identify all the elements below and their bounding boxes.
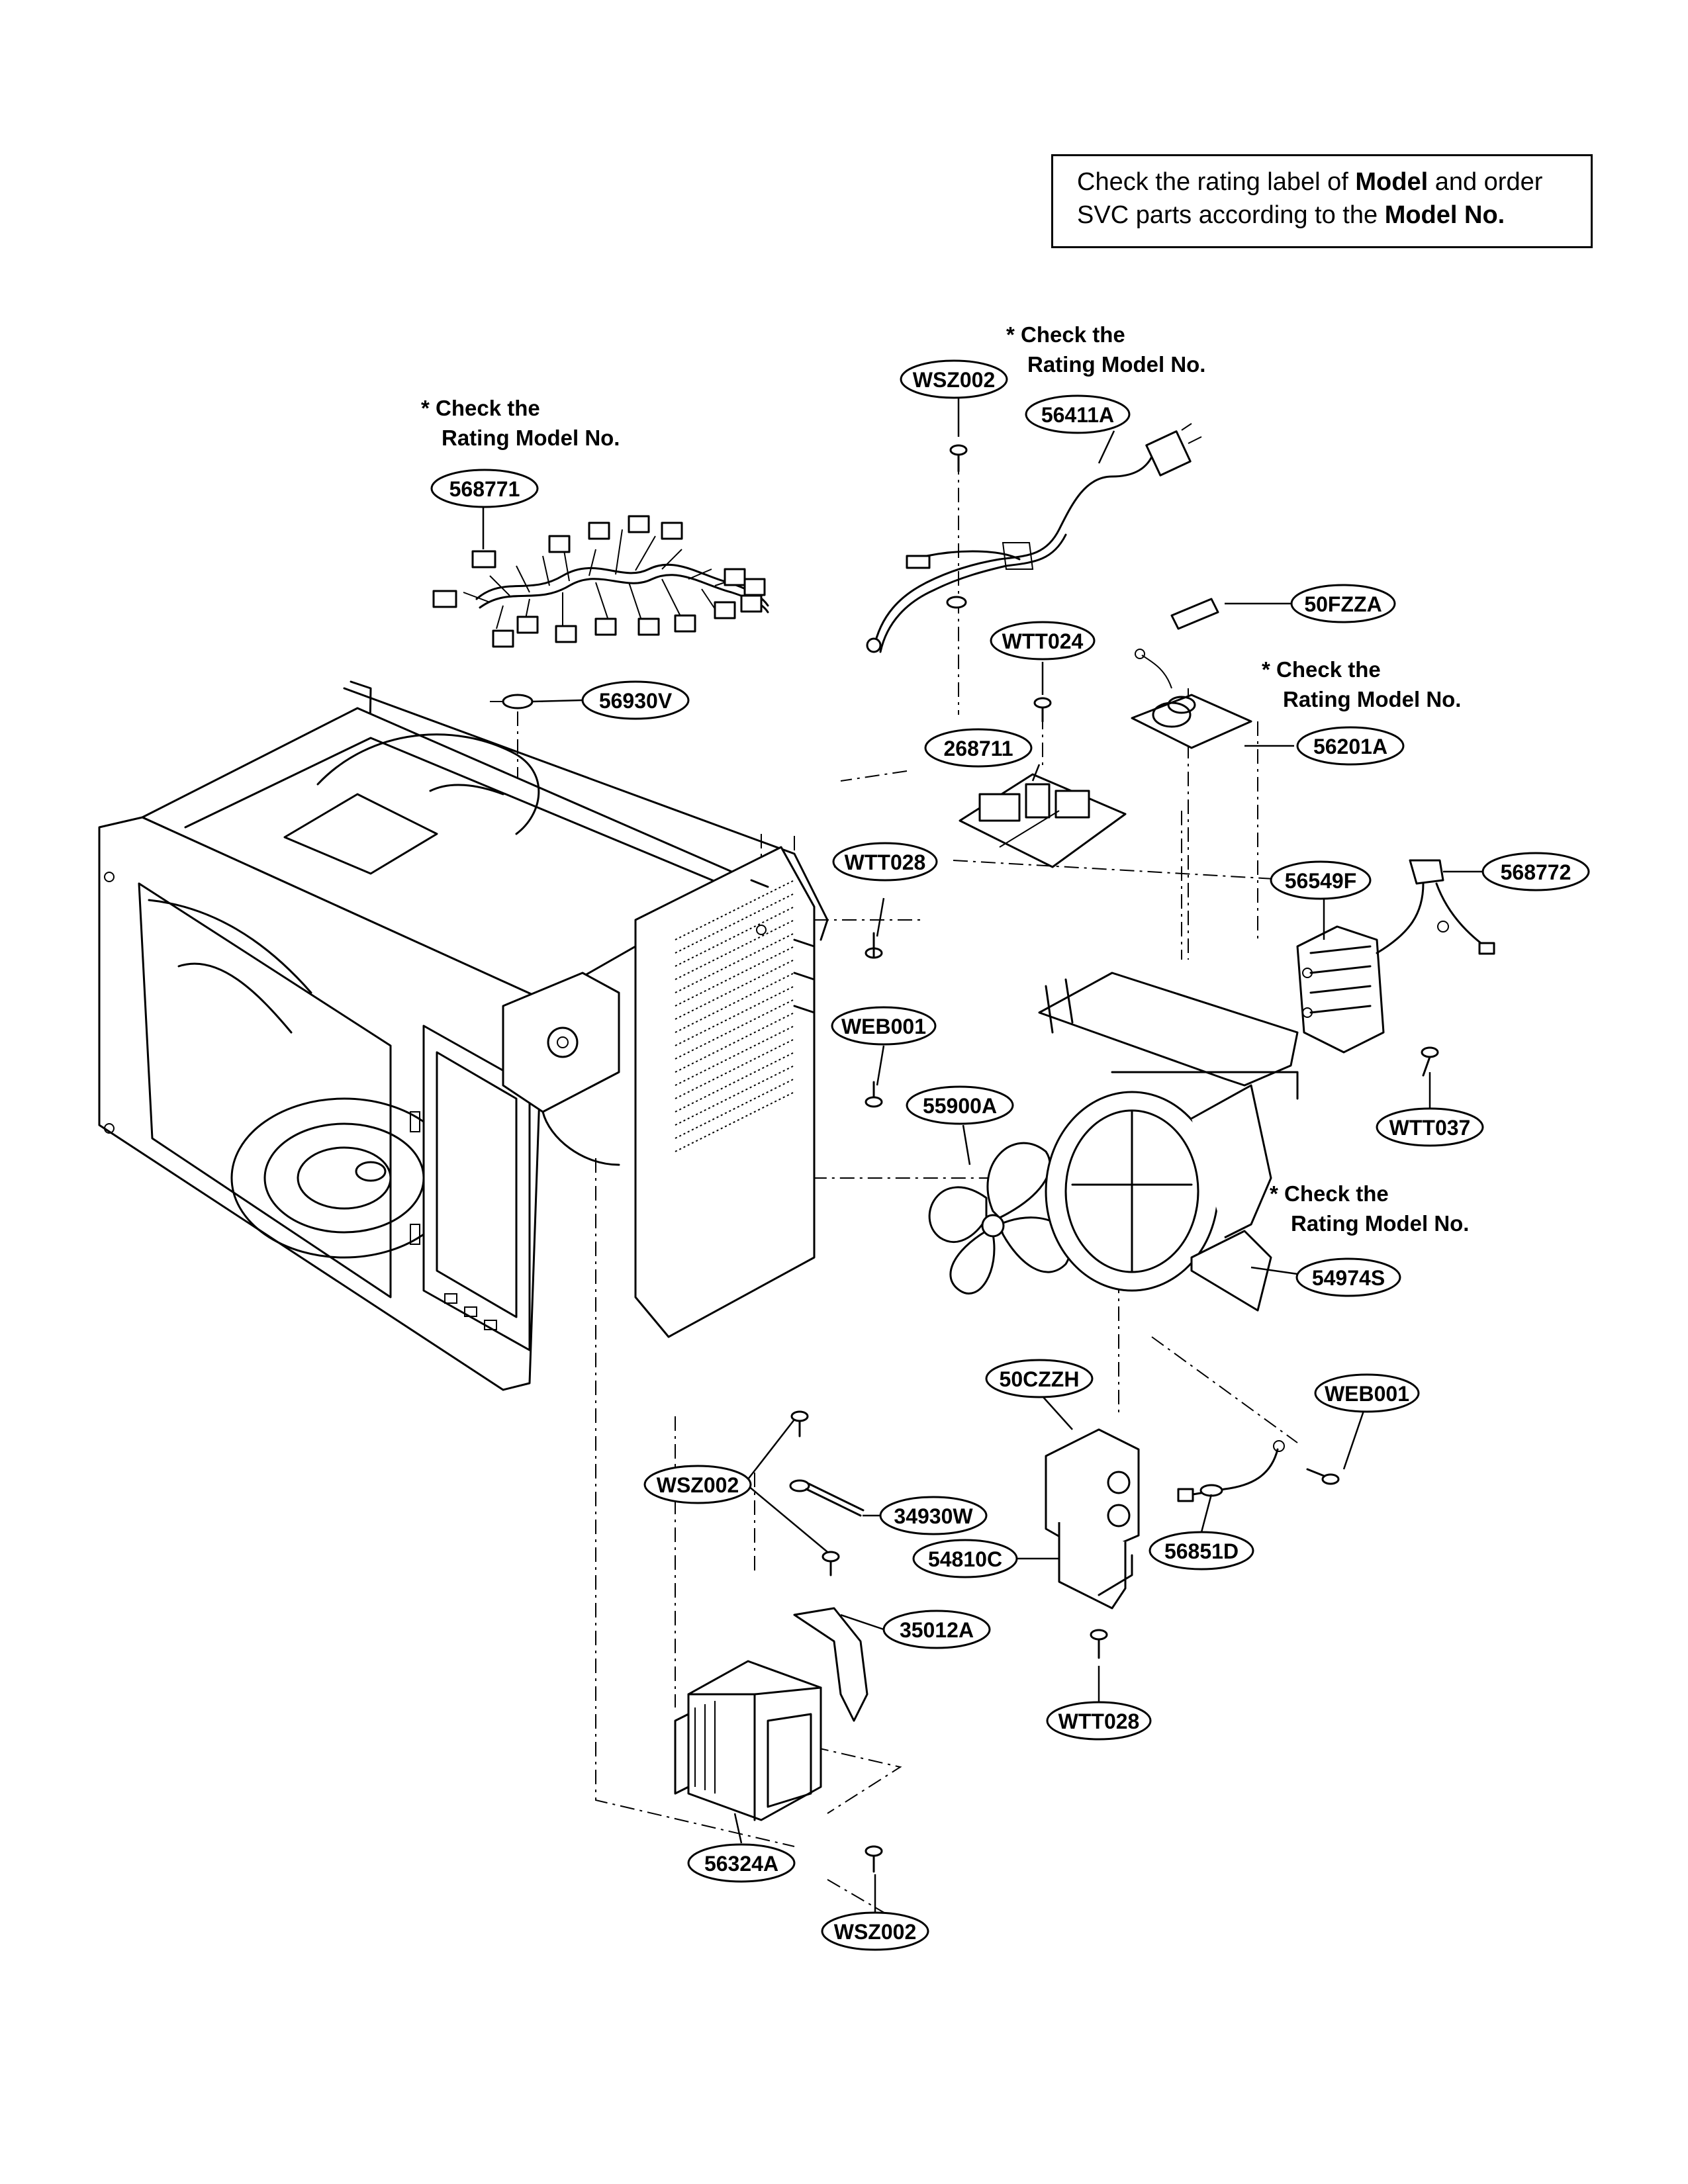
noise-filter-drawing: [1131, 649, 1252, 749]
svg-text:35012A: 35012A: [900, 1618, 974, 1642]
part-label-56549f: 56549F: [1270, 860, 1372, 900]
part-label-54974s: 54974S: [1295, 1257, 1401, 1297]
capacitor-drawing: [1045, 1428, 1140, 1610]
leader-lines: [482, 396, 1483, 1913]
svg-text:WTT028: WTT028: [1058, 1709, 1140, 1733]
svg-text:55900A: 55900A: [923, 1094, 997, 1118]
power-cord-drawing: [866, 423, 1202, 653]
rating-note-3: * Check the Rating Model No.: [1262, 657, 1461, 711]
svg-text:Rating Model No.: Rating Model No.: [1291, 1211, 1469, 1236]
svg-text:56201A: 56201A: [1313, 735, 1387, 758]
svg-text:56324A: 56324A: [704, 1852, 778, 1876]
screw-icon: [1033, 697, 1052, 723]
svg-text:WEB001: WEB001: [841, 1015, 926, 1038]
notice-line-1: Check the rating label of Model and orde…: [1077, 168, 1543, 196]
wire-harness-drawing: [432, 515, 769, 648]
svg-text:50CZZH: 50CZZH: [1000, 1367, 1080, 1391]
svg-text:Rating Model No.: Rating Model No.: [1283, 687, 1461, 711]
part-label-56324a: 56324A: [687, 1843, 796, 1883]
svg-text:* Check the: * Check the: [1270, 1181, 1389, 1206]
part-label-wtt024: WTT024: [990, 621, 1096, 660]
svg-text:WTT028: WTT028: [845, 850, 926, 874]
screw-icon: [865, 1081, 883, 1108]
svg-text:568771: 568771: [449, 477, 520, 501]
vent-grid: [675, 880, 795, 1152]
part-label-wtt028-mid: WTT028: [832, 842, 938, 882]
svg-text:* Check the: * Check the: [421, 396, 540, 420]
screw-icon: [949, 444, 968, 473]
part-label-web001-low: WEB001: [1314, 1373, 1420, 1413]
rating-note-2: * Check the Rating Model No.: [1006, 322, 1205, 377]
part-label-50fzza: 50FZZA: [1290, 584, 1396, 623]
svg-text:54974S: 54974S: [1312, 1266, 1385, 1290]
part-label-56201a: 56201A: [1296, 726, 1405, 766]
fan-duct-drawing: [1038, 972, 1299, 1312]
svg-text:50FZZA: 50FZZA: [1304, 592, 1382, 616]
part-label-56930v: 56930V: [581, 680, 690, 720]
svg-text:WSZ002: WSZ002: [657, 1473, 739, 1497]
notice-line-2: SVC parts according to the Model No.: [1077, 201, 1505, 229]
oven-cavity-drawing: [98, 680, 829, 1391]
part-label-web001-mid: WEB001: [831, 1006, 937, 1046]
svg-text:268711: 268711: [943, 737, 1013, 760]
screw-icon: [1090, 1629, 1108, 1659]
control-pcb-drawing: [959, 773, 1127, 868]
screw-icon: [865, 1845, 883, 1873]
rating-label-notice: Check the rating label of Model and orde…: [1051, 154, 1593, 248]
part-label-55900a: 55900A: [906, 1085, 1014, 1125]
cavity-motor-drawing: [502, 972, 620, 1166]
svg-text:54810C: 54810C: [928, 1547, 1002, 1571]
svg-text:568772: 568772: [1501, 860, 1571, 884]
part-label-54810c: 54810C: [912, 1539, 1018, 1578]
part-label-568771: 568771: [430, 469, 539, 508]
part-label-50czzh: 50CZZH: [985, 1359, 1094, 1398]
screw-icons: [790, 444, 1439, 1873]
svg-text:56549F: 56549F: [1285, 869, 1357, 893]
fan-blade-drawing: [928, 1142, 1072, 1295]
part-label-35012a: 35012A: [882, 1610, 991, 1649]
svg-text:Rating Model No.: Rating Model No.: [442, 426, 620, 450]
screw-icon: [865, 932, 883, 959]
part-label-wsz002-top: WSZ002: [900, 359, 1008, 399]
screw-icon: [790, 1410, 809, 1437]
svg-text:WSZ002: WSZ002: [834, 1920, 916, 1944]
part-label-wtt028-low: WTT028: [1046, 1701, 1152, 1741]
part-label-268711: 268711: [924, 728, 1033, 768]
svg-text:WSZ002: WSZ002: [913, 368, 995, 392]
rating-note-1: * Check the Rating Model No.: [421, 396, 620, 450]
svg-text:56851D: 56851D: [1164, 1539, 1239, 1563]
svg-text:WTT024: WTT024: [1002, 629, 1084, 653]
part-label-wsz002-bot: WSZ002: [821, 1911, 929, 1951]
svg-text:34930W: 34930W: [894, 1504, 973, 1528]
screw-icon: [821, 1551, 840, 1576]
mounting-bracket-drawing: [793, 1607, 868, 1722]
svg-text:Rating Model No.: Rating Model No.: [1027, 352, 1205, 377]
svg-text:56411A: 56411A: [1041, 403, 1114, 427]
magnetron-drawing: [674, 1660, 822, 1821]
fuse-drawing: [1170, 598, 1219, 630]
part-label-568772: 568772: [1481, 852, 1590, 891]
part-label-wtt037: WTT037: [1376, 1107, 1484, 1147]
svg-text:* Check the: * Check the: [1262, 657, 1381, 682]
rating-note-4: * Check the Rating Model No.: [1270, 1181, 1469, 1236]
part-label-56851d: 56851D: [1149, 1531, 1254, 1570]
stirrer-drawing: [789, 1479, 865, 1517]
part-label-56411a: 56411A: [1025, 394, 1131, 434]
svg-text:WEB001: WEB001: [1325, 1382, 1409, 1406]
fan-motor-drawing: [1296, 859, 1495, 1054]
hv-diode-drawing: [1177, 1440, 1285, 1502]
svg-text:* Check the: * Check the: [1006, 322, 1125, 347]
svg-text:WTT037: WTT037: [1389, 1116, 1471, 1140]
screw-icon: [1306, 1468, 1340, 1485]
part-label-34930w: 34930W: [879, 1496, 988, 1535]
screw-icon: [1421, 1046, 1439, 1077]
part-label-wsz002-mid: WSZ002: [643, 1465, 752, 1504]
svg-text:56930V: 56930V: [599, 689, 673, 713]
